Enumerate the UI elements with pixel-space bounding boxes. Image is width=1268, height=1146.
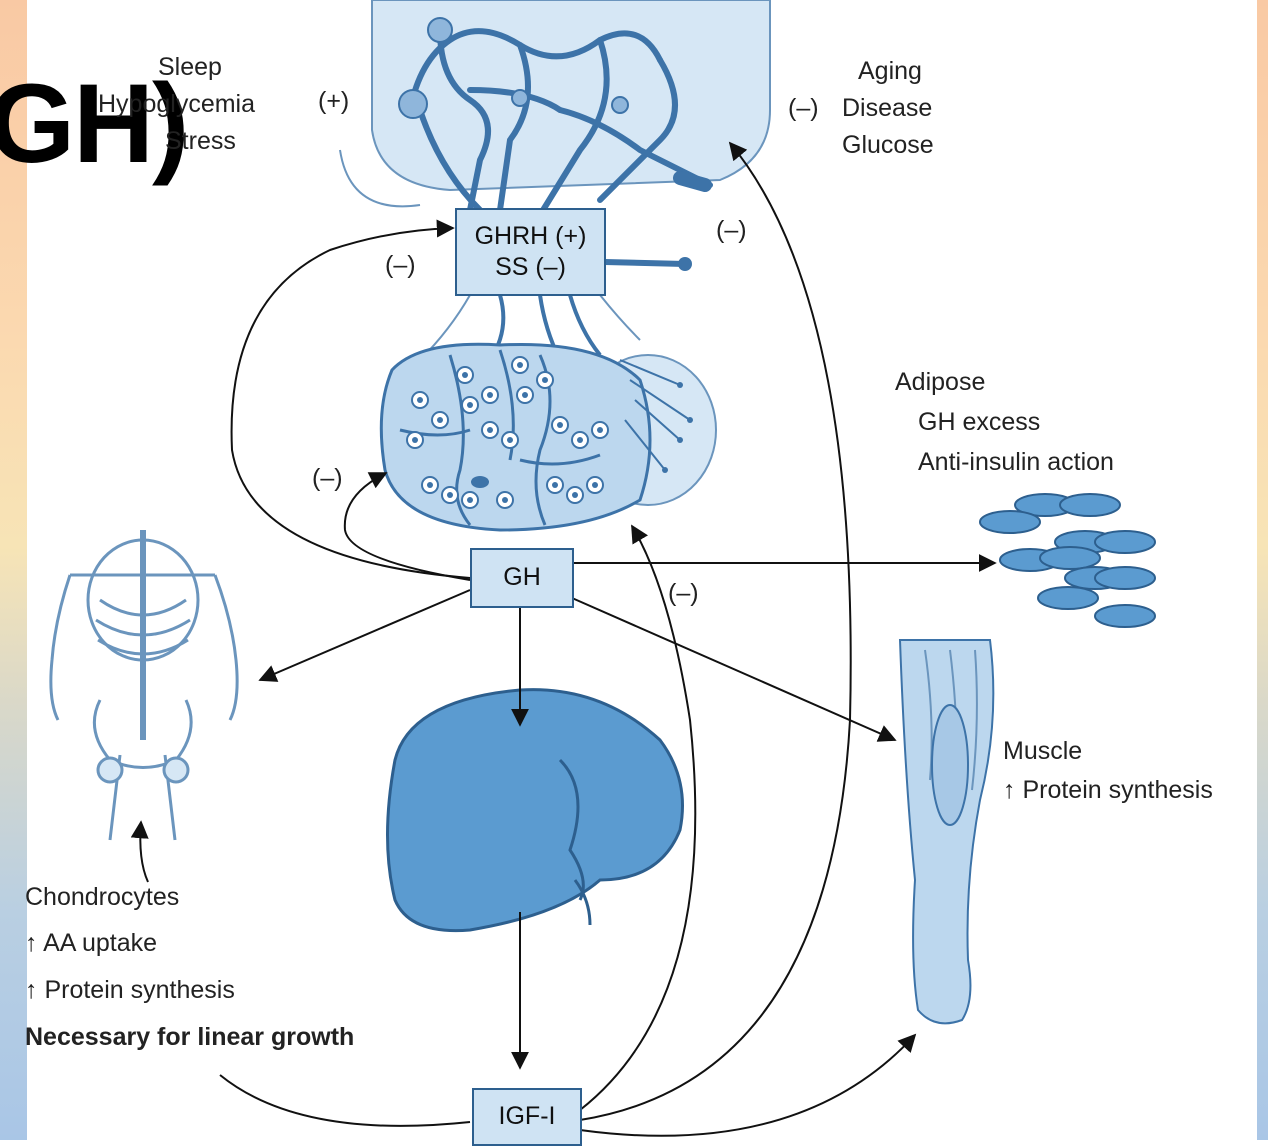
pituitary-gland [381,344,716,530]
leg-muscle-illustration [900,640,993,1023]
feedback-sign-ghrh-right: (–) [716,215,747,245]
muscle-protein-synthesis: ↑ Protein synthesis [1003,775,1213,805]
ss-label: SS (–) [495,252,566,283]
inhibitor-glucose: Glucose [842,130,934,160]
chondrocytes-linear-growth: Necessary for linear growth [25,1022,354,1052]
igf-box: IGF-I [472,1088,582,1146]
adipose-anti-insulin: Anti-insulin action [918,447,1114,477]
inhibitor-aging: Aging [858,56,922,86]
adipose-gh-excess: GH excess [918,407,1040,437]
ghrh-label: GHRH (+) [475,221,587,252]
chondrocytes-title: Chondrocytes [25,882,179,912]
adipose-cells [980,494,1155,627]
skeleton-illustration [51,530,237,840]
adipose-title: Adipose [895,367,985,397]
stimulator-sign: (+) [318,86,349,116]
feedback-sign-ghrh-left: (–) [385,250,416,280]
stimulator-sleep: Sleep [158,52,222,82]
stimulator-hypoglycemia: Hypoglycemia [98,89,255,119]
stimulator-stress: Stress [165,126,236,156]
feedback-sign-gh-right: (–) [668,578,699,608]
inhibitor-disease: Disease [842,93,932,123]
chondrocytes-protein-synthesis: ↑ Protein synthesis [25,975,235,1005]
slide-title-fragment: GH) [0,68,187,180]
igf-label: IGF-I [499,1101,556,1132]
inhibitor-sign: (–) [788,93,819,123]
muscle-title: Muscle [1003,736,1082,766]
liver-illustration [388,690,683,931]
hypothalamus-illustration [340,0,770,215]
feedback-sign-pituitary: (–) [312,463,343,493]
ghrh-ss-box: GHRH (+) SS (–) [455,208,606,296]
gh-box: GH [470,548,574,608]
gh-label: GH [503,562,541,593]
chondrocytes-aa-uptake: ↑ AA uptake [25,928,157,958]
